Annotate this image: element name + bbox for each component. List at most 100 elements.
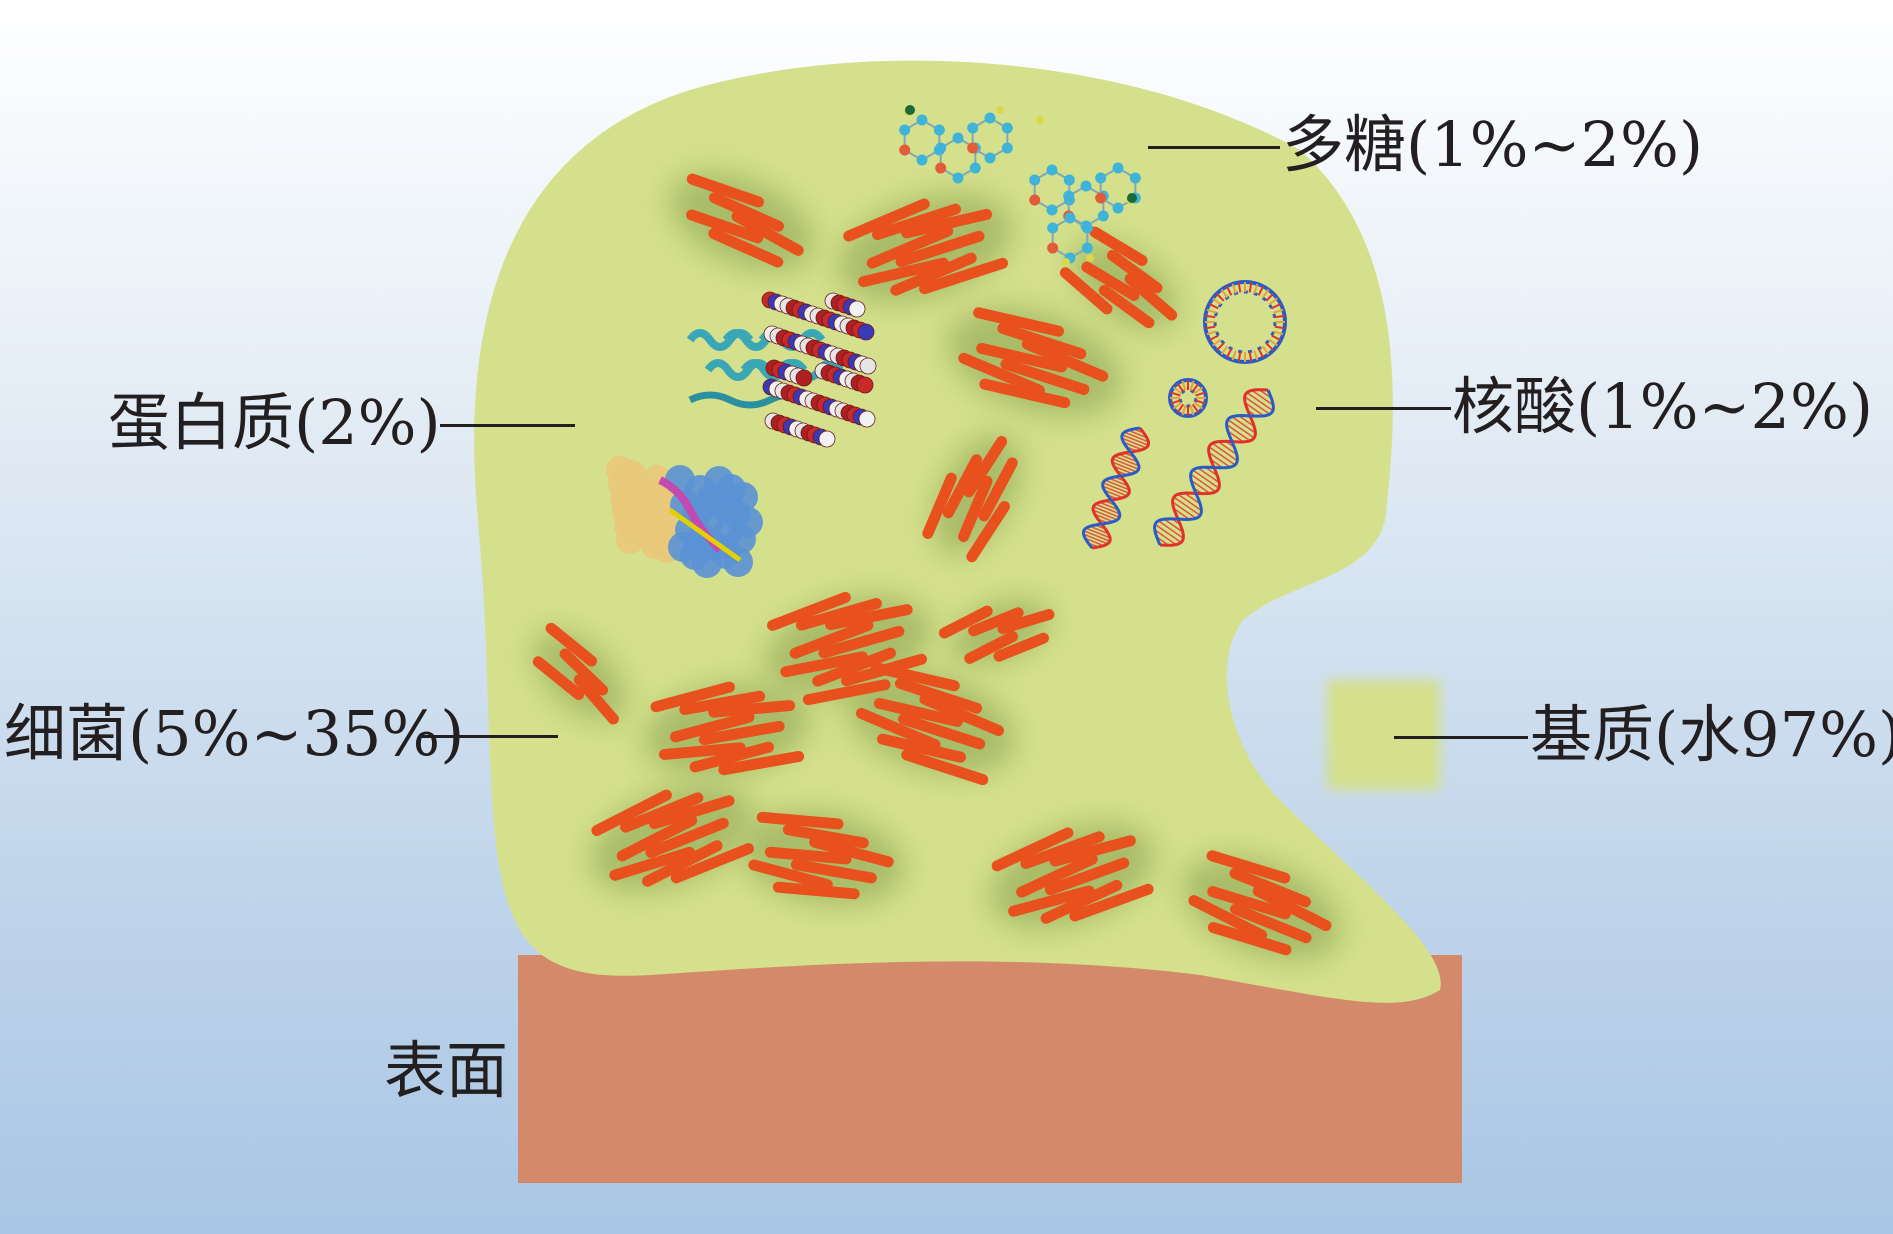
base-pair — [1271, 302, 1282, 310]
bacterium-rod-icon — [686, 173, 764, 208]
label-nucleic-acid: 核酸(1%~2%) — [1452, 370, 1874, 443]
base-pair — [1102, 482, 1130, 494]
atom — [848, 300, 866, 318]
base-pair — [1083, 530, 1111, 542]
base-pair — [1205, 314, 1216, 319]
bacterium-rod-icon — [767, 591, 851, 631]
bacterium-rod-icon — [997, 608, 1055, 635]
atom — [984, 112, 996, 124]
ligand — [668, 507, 742, 563]
base-pair — [1261, 345, 1270, 355]
atom — [969, 162, 981, 174]
base-pair — [1273, 330, 1284, 336]
base-pair — [1112, 461, 1137, 473]
protein-structure-icon — [606, 456, 763, 578]
base-pair — [1176, 403, 1185, 414]
base-pair — [1208, 302, 1219, 310]
base-pair — [1212, 338, 1222, 347]
bacterium-rod-icon — [1000, 358, 1090, 395]
bacterium-rod-icon — [591, 789, 672, 836]
base-pair — [1248, 282, 1253, 293]
atom — [1046, 164, 1058, 176]
base-pair — [1274, 325, 1285, 330]
base-pair — [1216, 342, 1225, 351]
bacterium-rod-icon — [964, 631, 1019, 664]
bacterium-rod-icon — [958, 352, 1045, 396]
bacterium-rod-icon — [573, 674, 619, 725]
atom — [1097, 210, 1109, 222]
atom — [967, 122, 979, 134]
base-pair — [1181, 405, 1187, 416]
atom — [952, 172, 964, 184]
base-pair — [1170, 399, 1181, 405]
base-pair — [1121, 437, 1147, 449]
bacterium-rod-icon — [1098, 284, 1155, 329]
atom — [905, 105, 915, 115]
base-pair — [1265, 342, 1274, 351]
base-pair — [1190, 473, 1217, 493]
protein-domain — [622, 488, 650, 516]
bacterium-rod-icon — [976, 342, 1068, 373]
base-pair — [1268, 338, 1278, 347]
dna-strand — [1153, 389, 1275, 546]
base-pair — [1205, 325, 1216, 330]
base-pair — [1118, 453, 1138, 463]
base-pair — [1216, 293, 1225, 302]
base-pair — [1206, 330, 1217, 336]
atom — [858, 410, 876, 428]
atom — [1080, 180, 1092, 192]
atom — [1029, 194, 1041, 206]
protein-structure-icon — [686, 291, 877, 448]
bacterium-rod-icon — [809, 836, 894, 868]
bacterium-rod-icon — [872, 203, 961, 241]
bacterium-rod-icon — [866, 225, 954, 269]
bacterium-rod-icon — [978, 457, 1018, 522]
base-pair — [1108, 477, 1128, 487]
bacterium-rod-icon — [890, 252, 977, 296]
base-pair — [1261, 289, 1270, 299]
plasmid-ring-icon — [1203, 280, 1287, 364]
base-pair — [1104, 479, 1130, 491]
bacterium-rod-icon — [780, 651, 868, 678]
bacterium-rod-icon — [1081, 261, 1140, 301]
base-pair — [1093, 506, 1120, 518]
bacterium-rod-icon — [1069, 883, 1154, 922]
atom — [1047, 242, 1059, 254]
base-pair — [1227, 418, 1255, 439]
bacterium-rod-icon — [1206, 850, 1291, 884]
bacterium-rod-icon — [991, 827, 1074, 872]
bacterium-rod-icon — [877, 733, 966, 763]
atom — [1112, 162, 1124, 174]
plasmid-ring-icon — [1168, 378, 1208, 418]
base-pair — [1173, 508, 1190, 520]
atom — [818, 430, 836, 448]
bacterium-rod-icon — [958, 475, 993, 543]
bacterium-rod-icon — [873, 697, 963, 727]
base-pair — [1189, 380, 1195, 391]
bacterium-rod-icon — [973, 307, 1065, 337]
base-pair — [1217, 441, 1238, 456]
base-pair — [1121, 434, 1149, 446]
bacterium-rod-icon — [1021, 338, 1109, 382]
base-pair — [1225, 285, 1233, 296]
bacterium-rod-icon — [679, 690, 766, 716]
base-pair — [1170, 391, 1181, 397]
leader-line-polysaccharide — [1148, 146, 1280, 149]
bacterium-rod-icon — [731, 210, 804, 256]
atom — [935, 142, 947, 154]
atom — [1081, 222, 1093, 234]
bacterium-rod-icon — [708, 228, 784, 268]
base-pair — [1112, 458, 1139, 470]
bacterium-rod-icon — [689, 741, 774, 773]
base-pair — [1257, 285, 1265, 296]
base-pair — [1114, 455, 1140, 467]
base-pair — [1244, 396, 1271, 415]
atom — [984, 152, 996, 164]
bacterium-rod-icon — [645, 817, 729, 858]
bacterium-rod-icon — [825, 604, 913, 631]
base-pair — [1231, 416, 1256, 434]
base-pair — [1251, 389, 1274, 406]
base-pair — [1193, 386, 1204, 395]
base-pair — [1191, 382, 1200, 393]
